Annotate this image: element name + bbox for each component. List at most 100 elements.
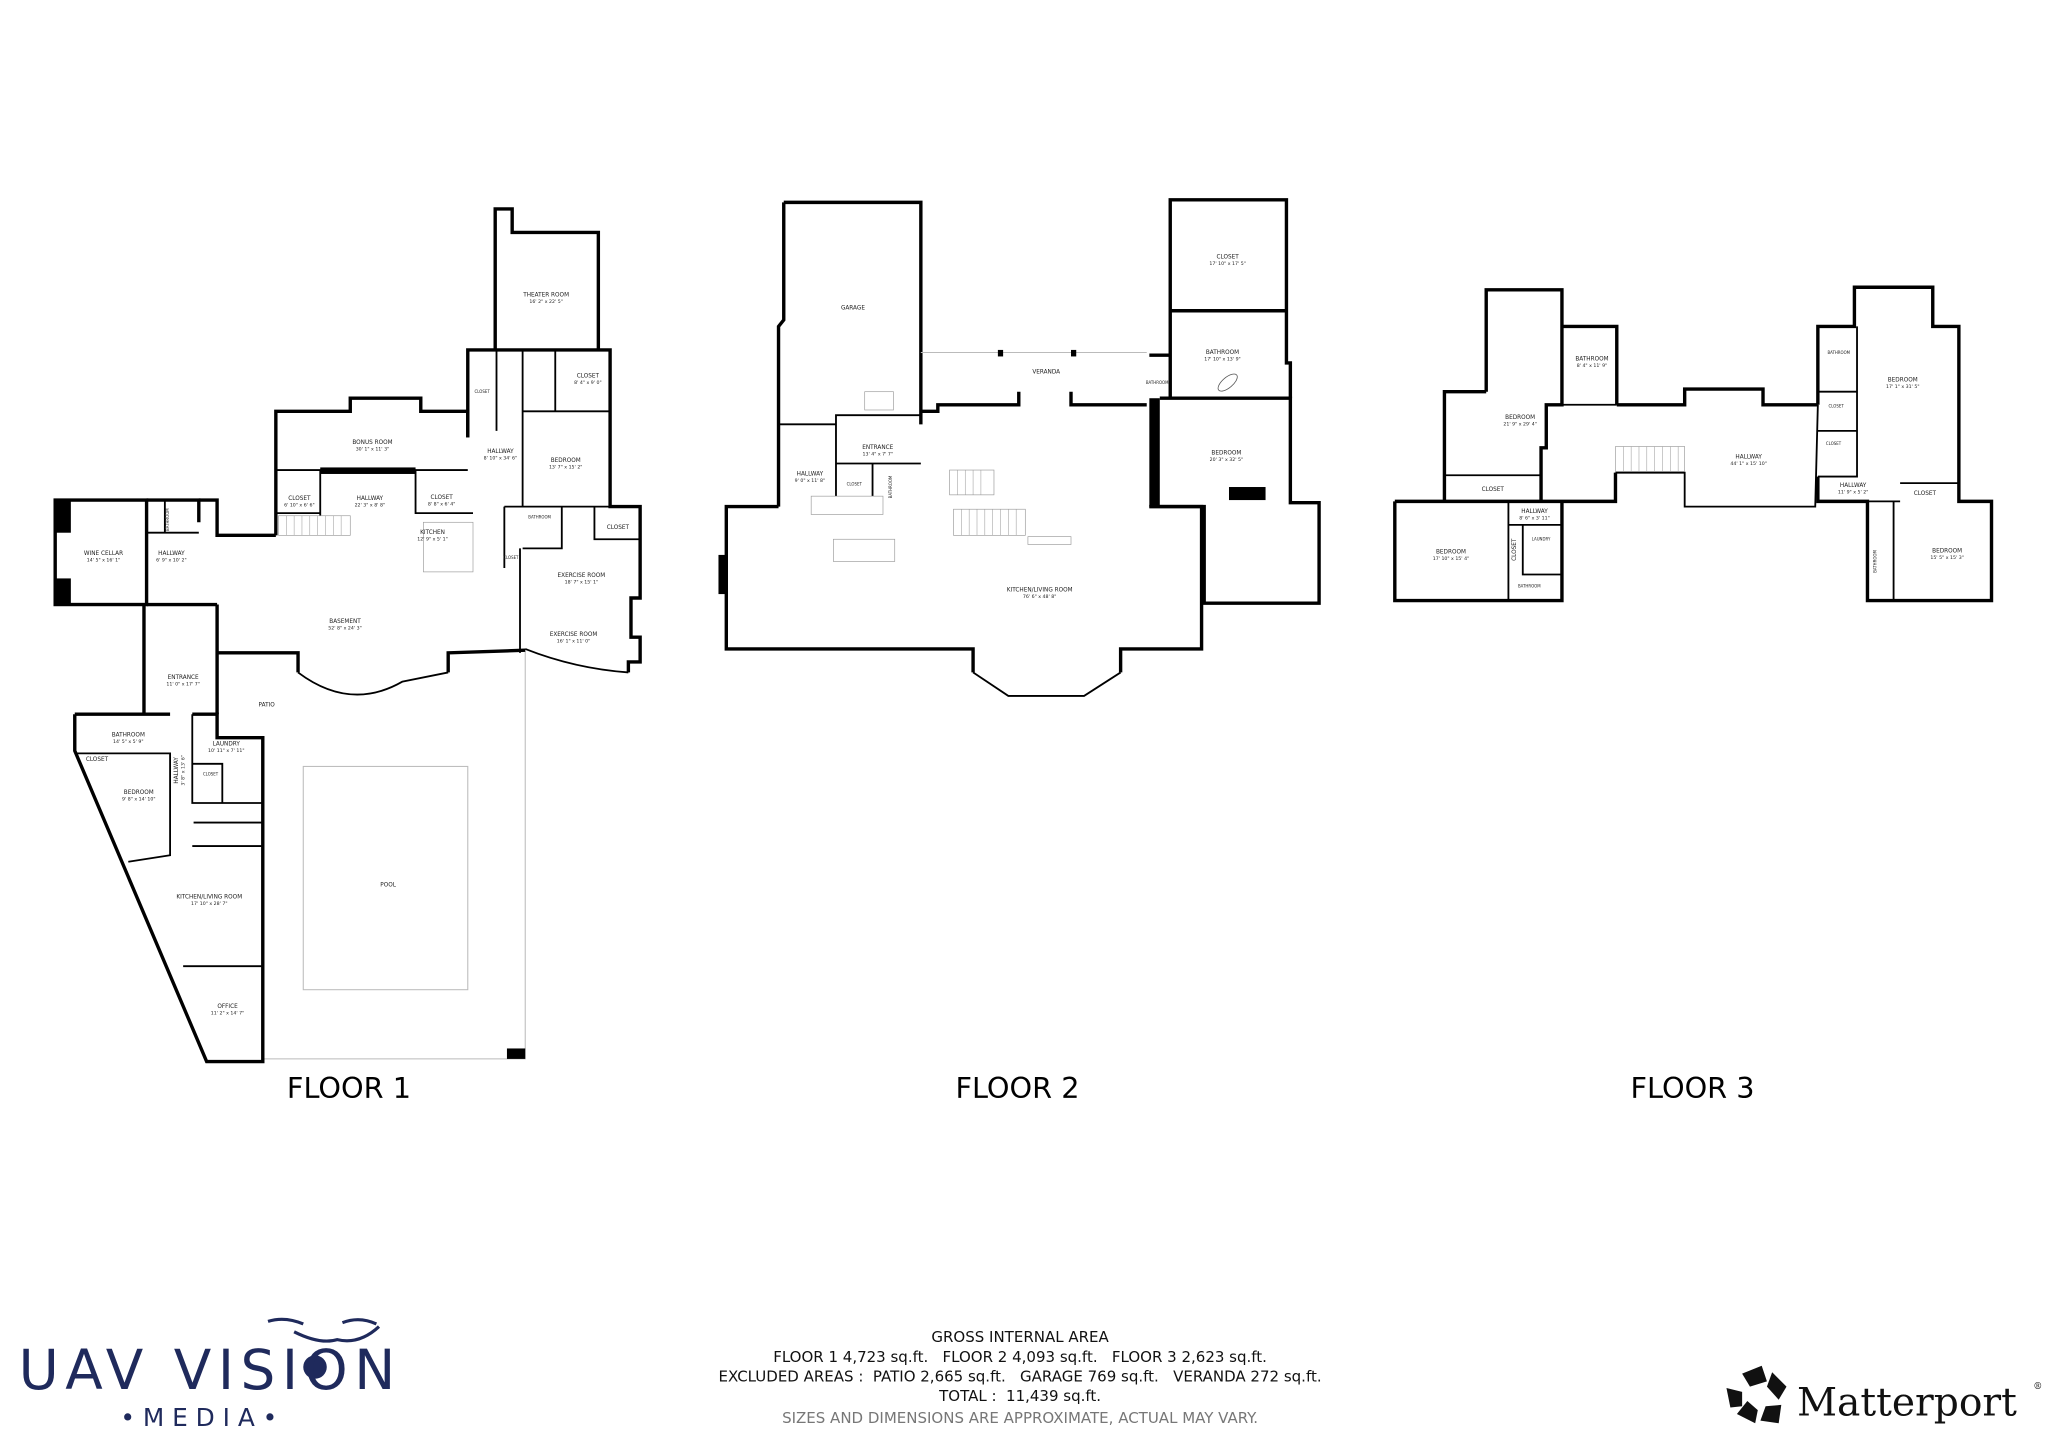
room-name: CLOSET xyxy=(1217,255,1240,261)
central-hall-walls xyxy=(1616,387,1818,407)
room-name: CLOSET xyxy=(203,772,219,777)
east-wing-walls xyxy=(466,348,642,673)
fireplace xyxy=(1228,487,1266,501)
matterport-text: Matterport xyxy=(1797,1380,2017,1425)
room-dimensions: 16' 2" x 22' 5" xyxy=(529,299,563,305)
bonus-divider xyxy=(320,467,416,474)
room-name: KITCHEN/LIVING ROOM xyxy=(1007,587,1073,593)
room-label: CLOSET xyxy=(607,525,630,531)
bathtub xyxy=(1217,373,1238,392)
kitchen-counter xyxy=(423,521,474,573)
room-name: WINE CELLAR xyxy=(84,551,123,557)
room-dimensions: 13' 7" x 15' 2" xyxy=(549,465,583,471)
stairs-floor-1 xyxy=(278,515,351,536)
room-name: ENTRANCE xyxy=(862,445,893,451)
master-closet-walls xyxy=(1168,198,1293,399)
room-name: BATHROOM xyxy=(1827,350,1850,355)
wine-cellar-walls xyxy=(53,498,149,607)
kitchen-island xyxy=(833,538,896,562)
room-name: BONUS ROOM xyxy=(352,440,392,446)
room-dimensions: 8' 10" x 34' 6" xyxy=(484,456,518,462)
room-dimensions: 16' 1" x 11' 0" xyxy=(557,638,591,644)
room-name: BASEMENT xyxy=(329,619,361,625)
veranda-wall xyxy=(920,391,1147,413)
room-name: EXERCISE ROOM xyxy=(558,573,606,579)
floor-1-plan xyxy=(53,207,642,1064)
lens-icon xyxy=(303,1355,327,1379)
room-label: BATHROOM xyxy=(528,514,551,519)
room-name: BEDROOM xyxy=(551,458,581,464)
room-name: BEDROOM xyxy=(1436,550,1466,556)
registered-mark: ® xyxy=(2033,1382,2042,1392)
floor-3-plan xyxy=(1393,285,1994,603)
room-dimensions: 44' 1" x 15' 10" xyxy=(1730,461,1766,467)
stairs-floor-3 xyxy=(1615,446,1686,472)
room-name: CLOSET xyxy=(1829,403,1845,408)
stairs-floor-2-a xyxy=(949,469,995,496)
media-text: • M E D I A • xyxy=(120,1403,277,1432)
room-label: CLOSET xyxy=(1829,403,1845,408)
room-name: HALLWAY xyxy=(797,471,824,477)
uav-vision-media-logo: UAV VISION • M E D I A • xyxy=(19,1317,395,1432)
room-name: LAUNDRY xyxy=(213,742,241,748)
master-wall-bar xyxy=(1149,398,1160,507)
room-name: BATHROOM xyxy=(112,732,145,738)
garage-stairs xyxy=(864,391,894,411)
room-name: GARAGE xyxy=(841,305,865,311)
room-name: HALLWAY xyxy=(487,449,514,455)
stairs-floor-2-b xyxy=(953,508,1026,536)
room-label: CLOSET xyxy=(203,772,219,777)
room-name: CLOSET xyxy=(431,495,454,501)
room-name: PATIO xyxy=(259,702,276,708)
room-name: ENTRANCE xyxy=(168,675,199,681)
lower-wing-walls xyxy=(73,712,265,1064)
room-label: BATHROOM xyxy=(165,508,170,531)
room-name: EXERCISE ROOM xyxy=(550,632,598,638)
room-dimensions: 30' 1" x 11' 3" xyxy=(356,446,390,452)
room-name: BATHROOM xyxy=(1518,584,1541,589)
room-dimensions: 6' 9" x 10' 2" xyxy=(156,557,187,563)
room-name: BATHROOM xyxy=(888,476,893,499)
east-wing-inner xyxy=(495,349,641,653)
room-label: POOL xyxy=(380,883,396,889)
room-label: LAUNDRY xyxy=(1532,537,1551,542)
room-dimensions: 11' 2" x 14' 7" xyxy=(211,1011,245,1017)
room-dimensions: 52' 8" x 24' 3" xyxy=(328,625,362,631)
room-name: VERANDA xyxy=(1032,369,1060,375)
room-name: CLOSET xyxy=(86,757,109,763)
room-name: BATHROOM xyxy=(1873,550,1878,573)
room-name: CLOSET xyxy=(577,373,600,379)
room-label: BATHROOM xyxy=(1146,380,1169,385)
wine-cellar-column xyxy=(55,578,71,605)
room-dimensions: 76' 6" x 48' 8" xyxy=(1023,594,1057,600)
room-label: CLOSET xyxy=(475,389,491,394)
stair-treads xyxy=(957,470,1017,536)
room-name: HALLWAY xyxy=(357,496,384,502)
theater-walls xyxy=(493,207,601,350)
room-dimensions: 17' 10" x 13' 9" xyxy=(1204,356,1241,362)
room-name: CLOSET xyxy=(1826,441,1842,446)
room-dimensions: 12' 9" x 5' 1" xyxy=(417,537,448,543)
room-label: VERANDA xyxy=(1032,369,1060,375)
room-name: HALLWAY xyxy=(1735,454,1762,460)
room-name: HALLWAY xyxy=(1840,483,1867,489)
matterport-logo: Matterport ® xyxy=(1726,1365,2042,1425)
room-name: BATHROOM xyxy=(1146,380,1169,385)
exercise-bay xyxy=(524,648,629,674)
east-inner xyxy=(1817,326,1959,601)
room-dimensions: 13' 4" x 7' 7" xyxy=(862,452,893,458)
room-name: BATHROOM xyxy=(1206,350,1239,356)
room-dimensions: 14' 5" x 5' 9" xyxy=(113,739,144,745)
